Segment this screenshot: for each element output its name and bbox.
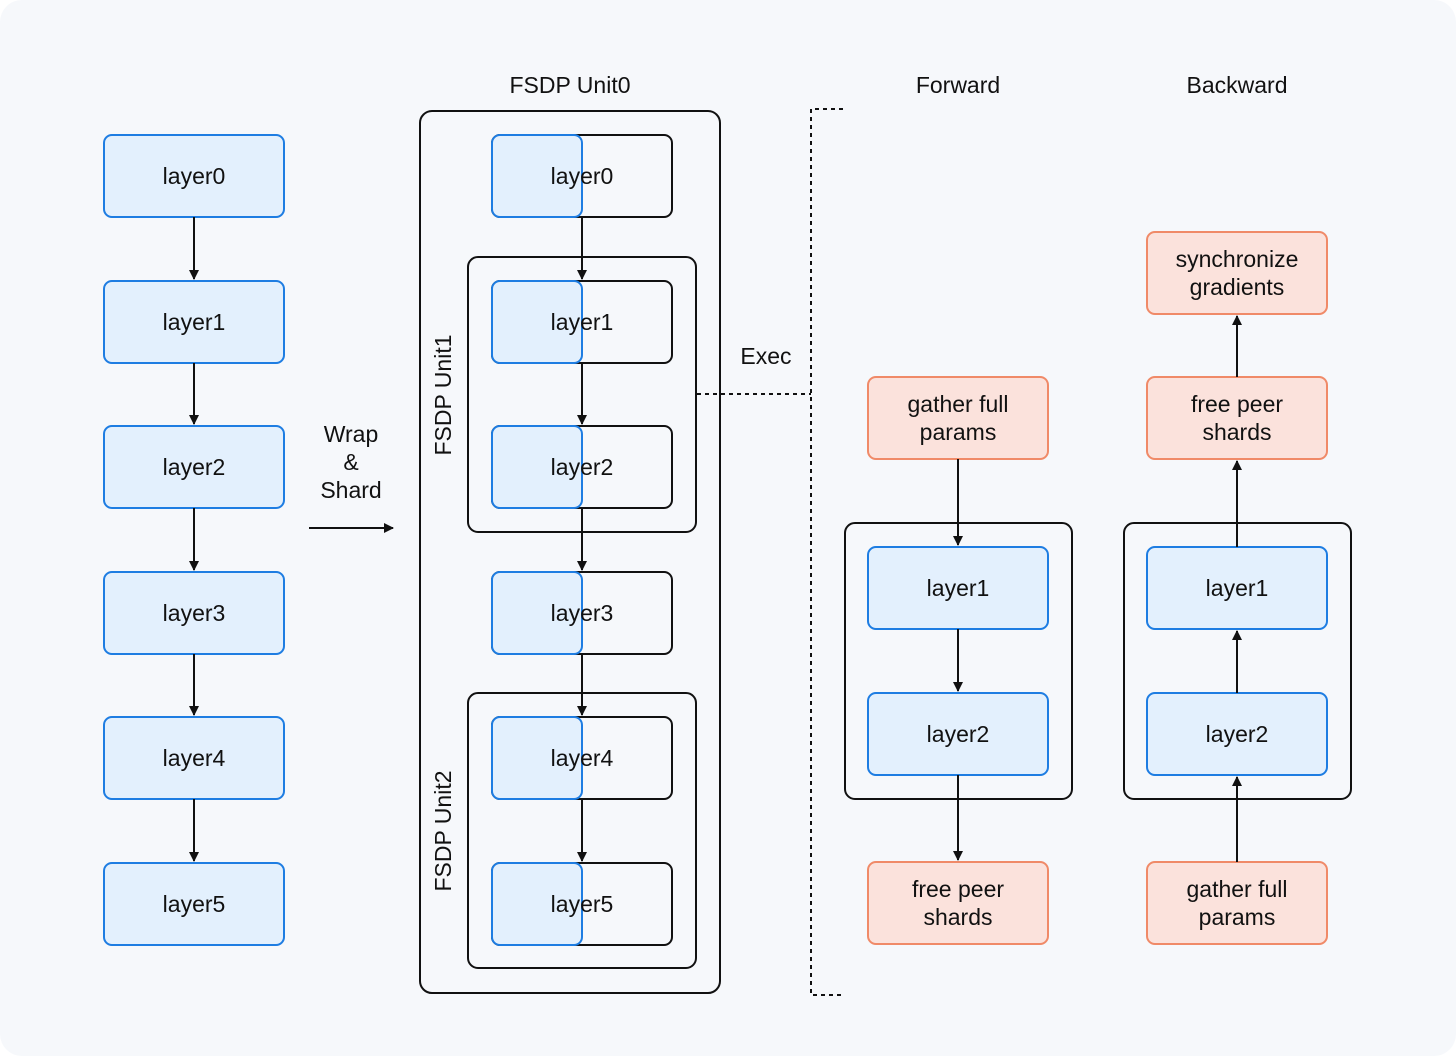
fsdp-unit0-title: FSDP Unit0	[509, 72, 631, 98]
fsdp-layer3-label: layer3	[550, 600, 614, 626]
orig-layer5-label: layer5	[162, 891, 226, 917]
fwd-gather-label: gather full params	[907, 391, 1009, 445]
orig-layer0-label: layer0	[162, 163, 226, 189]
fsdp-layer1	[491, 280, 673, 364]
fwd-free-box	[867, 861, 1049, 945]
orig-layer4-label: layer4	[162, 745, 226, 771]
fsdp-layer2-shard	[491, 425, 583, 509]
bwd-free-label: free peer shards	[1190, 391, 1284, 445]
fsdp-unit0-box	[419, 110, 721, 994]
fsdp-layer5-label: layer5	[550, 891, 614, 917]
fwd-layer2-label: layer2	[926, 721, 990, 747]
fsdp-layer2-label: layer2	[550, 454, 614, 480]
orig-layer2-label: layer2	[162, 454, 226, 480]
backward-title: Backward	[1186, 72, 1288, 98]
fwd-layer1-label: layer1	[926, 575, 990, 601]
fsdp-layer1-label: layer1	[550, 309, 614, 335]
orig-layer1-label: layer1	[162, 309, 226, 335]
fsdp-layer0-shard	[491, 134, 583, 218]
fsdp-layer5-shard	[491, 862, 583, 946]
fsdp-layer1-shard	[491, 280, 583, 364]
bwd-sync-label: synchronize gradients	[1175, 246, 1299, 300]
fsdp-layer0-label: layer0	[550, 163, 614, 189]
exec-label: Exec	[740, 343, 792, 369]
fsdp-layer5	[491, 862, 673, 946]
fsdp-layer4-label: layer4	[550, 745, 614, 771]
backward-column	[1123, 231, 1352, 945]
fsdp-layer4-shard	[491, 716, 583, 800]
original-layer-column	[103, 134, 285, 946]
fsdp-unit2-title: FSDP Unit2	[430, 770, 456, 892]
wrap-shard-label: Wrap & Shard	[320, 421, 382, 503]
forward-title: Forward	[915, 72, 1001, 98]
forward-column	[844, 376, 1073, 945]
fsdp-layer3	[491, 571, 673, 655]
orig-layer3-label: layer3	[162, 600, 226, 626]
exec-dashed-bracket	[810, 108, 843, 996]
fsdp-layer3-shard	[491, 571, 583, 655]
fwd-free-label: free peer shards	[911, 876, 1005, 930]
bwd-layer1-label: layer1	[1205, 575, 1269, 601]
bwd-sync-box	[1146, 231, 1328, 315]
fsdp-unit1-title: FSDP Unit1	[430, 334, 456, 456]
bwd-gather-label: gather full params	[1186, 876, 1288, 930]
fsdp-units	[419, 110, 721, 994]
bwd-layer2-label: layer2	[1205, 721, 1269, 747]
orig-layer5-box	[103, 862, 285, 946]
